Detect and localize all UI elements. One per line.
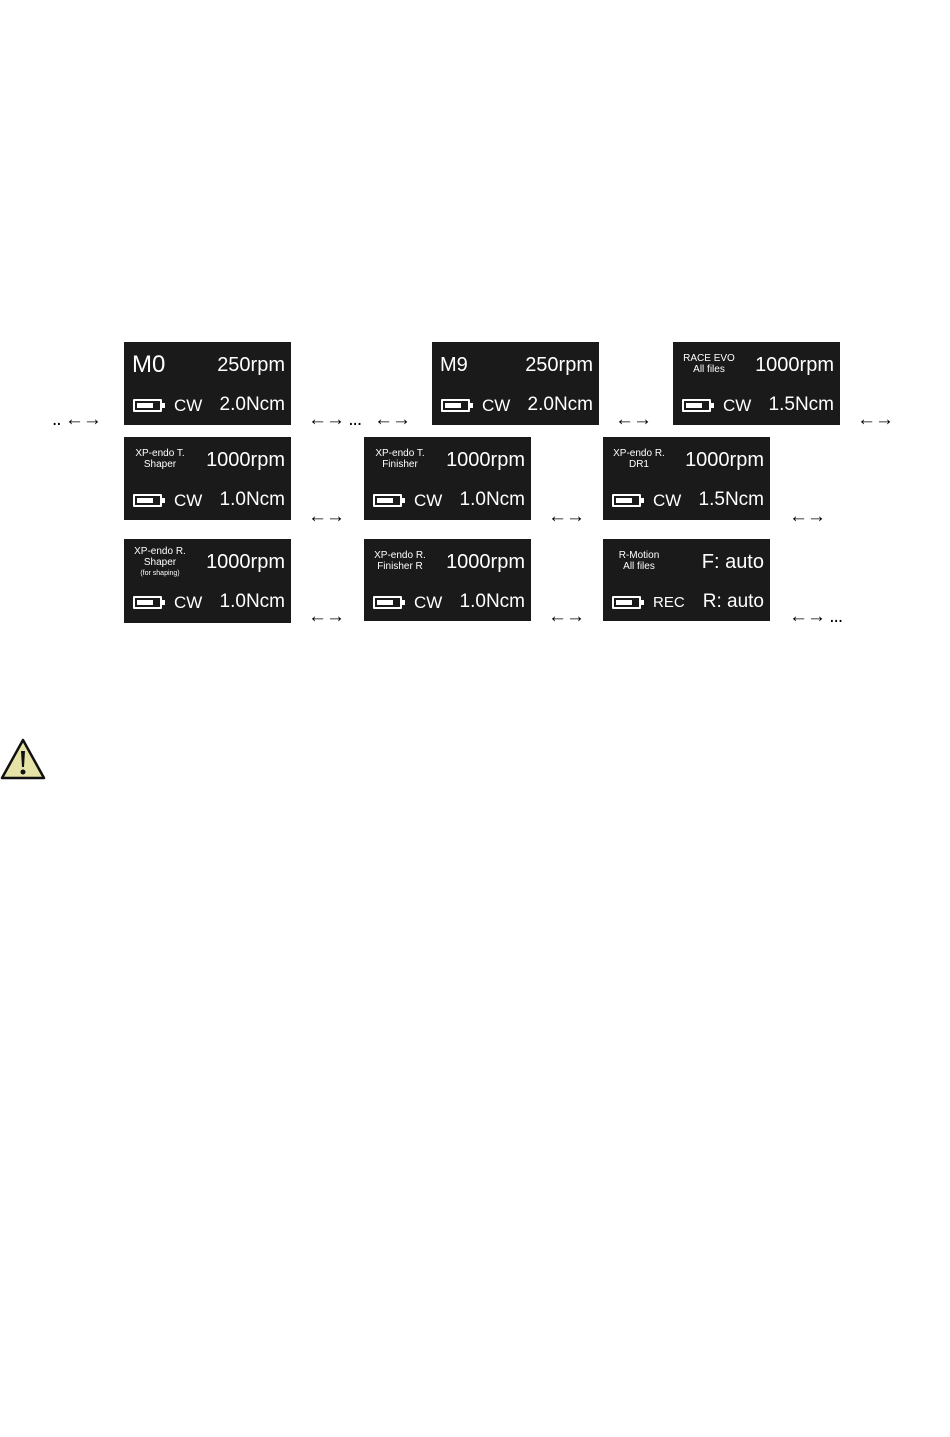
torque-value: 1.0Ncm: [219, 591, 285, 612]
battery-icon: [441, 399, 473, 412]
direction-value: CW: [414, 593, 443, 612]
torque-value: 1.5Ncm: [698, 489, 764, 510]
nav-arrow: ←→: [308, 606, 345, 627]
nav-arrow-start: .. ←→: [52, 409, 102, 430]
battery-icon: [373, 494, 405, 507]
nav-arrow: ←→: [548, 506, 585, 527]
display-screen-m0: M0 250rpm CW 2.0Ncm: [124, 342, 291, 425]
nav-arrow: ←→: [857, 409, 894, 430]
display-screen-xp-endo-t-finisher: XP-endo T. Finisher 1000rpm CW 1.0Ncm: [364, 437, 531, 520]
nav-arrow: ←→: [789, 506, 826, 527]
battery-icon: [133, 494, 165, 507]
battery-icon: [612, 494, 644, 507]
speed-value: 1000rpm: [755, 354, 834, 376]
torque-value: 1.0Ncm: [459, 489, 525, 510]
file-system-name: XP-endo R. DR1: [613, 448, 665, 470]
reverse-value: R: auto: [702, 591, 764, 612]
battery-icon: [373, 596, 405, 609]
file-system-name: R-Motion All files: [618, 550, 660, 572]
warning-triangle-icon: [0, 738, 46, 780]
direction-value: REC: [653, 594, 685, 611]
torque-value: 1.0Ncm: [219, 489, 285, 510]
battery-icon: [133, 399, 165, 412]
display-screen-xp-endo-r-shaper: XP-endo R. Shaper (for shaping) 1000rpm …: [124, 539, 291, 623]
nav-arrow-end: ←→ ...: [789, 606, 843, 627]
torque-value: 1.5Ncm: [768, 394, 834, 415]
speed-value: 1000rpm: [446, 449, 525, 471]
display-screen-m9: M9 250rpm CW 2.0Ncm: [432, 342, 599, 425]
speed-value: 1000rpm: [685, 449, 764, 471]
file-system-name: RACE EVO All files: [683, 353, 735, 375]
nav-arrow: ←→: [548, 606, 585, 627]
file-system-name: XP-endo T. Shaper: [135, 448, 185, 470]
battery-icon: [682, 399, 714, 412]
direction-value: CW: [174, 396, 203, 415]
torque-value: 2.0Ncm: [219, 394, 285, 415]
battery-icon: [612, 596, 644, 609]
display-screen-xp-endo-t-shaper: XP-endo T. Shaper 1000rpm CW 1.0Ncm: [124, 437, 291, 520]
display-screen-r-motion: R-Motion All files F: auto REC R: auto: [603, 539, 770, 621]
program-name: M0: [132, 351, 166, 378]
forward-value: F: auto: [701, 551, 764, 573]
nav-arrow: ←→: [374, 409, 411, 430]
direction-value: CW: [653, 491, 682, 510]
program-name: M9: [440, 354, 468, 376]
battery-icon: [133, 596, 165, 609]
speed-value: 1000rpm: [206, 449, 285, 471]
speed-value: 1000rpm: [446, 551, 525, 573]
direction-value: CW: [174, 593, 203, 612]
display-screen-xp-endo-r-dr1: XP-endo R. DR1 1000rpm CW 1.5Ncm: [603, 437, 770, 520]
torque-value: 1.0Ncm: [459, 591, 525, 612]
nav-arrow: ←→ ...: [308, 409, 362, 430]
file-system-name: XP-endo R. Shaper (for shaping): [134, 546, 186, 577]
torque-value: 2.0Ncm: [527, 394, 593, 415]
nav-arrow: ←→: [308, 506, 345, 527]
speed-value: 1000rpm: [206, 551, 285, 573]
file-system-name: XP-endo T. Finisher: [375, 448, 425, 470]
direction-value: CW: [482, 396, 511, 415]
nav-arrow: ←→: [615, 409, 652, 430]
display-screen-race-evo: RACE EVO All files 1000rpm CW 1.5Ncm: [673, 342, 840, 425]
direction-value: CW: [414, 491, 443, 510]
direction-value: CW: [174, 491, 203, 510]
speed-value: 250rpm: [217, 354, 285, 376]
file-system-name: XP-endo R. Finisher R: [374, 550, 426, 572]
direction-value: CW: [723, 396, 752, 415]
display-screen-xp-endo-r-finisher-r: XP-endo R. Finisher R 1000rpm CW 1.0Ncm: [364, 539, 531, 621]
speed-value: 250rpm: [525, 354, 593, 376]
